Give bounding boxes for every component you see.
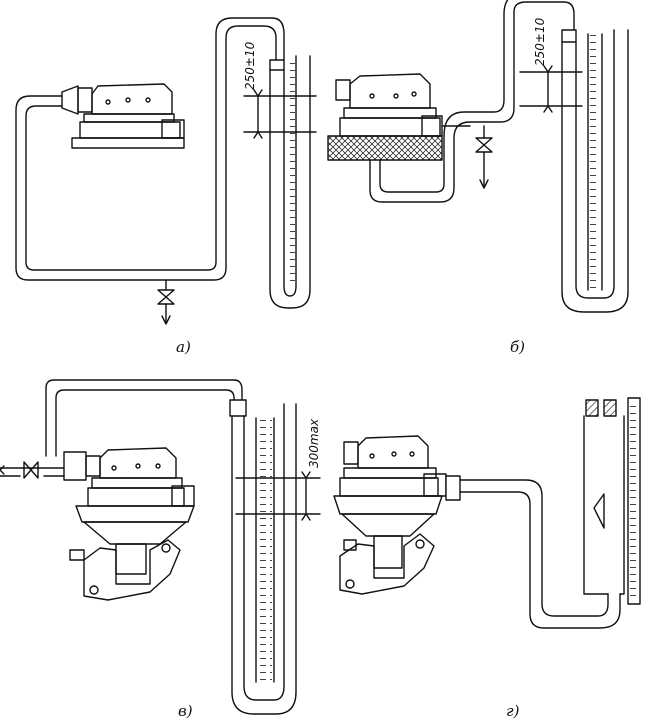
- dimension-b: [519, 65, 583, 113]
- panel-v: [0, 379, 321, 715]
- dimension-a: [243, 89, 317, 139]
- container-g: [583, 399, 625, 595]
- dimension-label-b: 250±10: [533, 17, 547, 66]
- pump-b: [335, 73, 443, 137]
- manometer-a: [269, 55, 311, 309]
- caption-v: в): [178, 702, 193, 720]
- manometer-v: [231, 403, 297, 715]
- caption-g: г): [506, 702, 520, 720]
- base-plate-b: [327, 135, 443, 161]
- scale-g: [627, 397, 641, 605]
- valve-v: [0, 461, 39, 479]
- pump-g: [333, 435, 447, 595]
- valve-b: [475, 125, 493, 189]
- pump-a: [61, 83, 185, 149]
- dimension-label-v: 300max: [307, 418, 321, 468]
- panel-b: [327, 0, 629, 313]
- caption-a: а): [176, 338, 191, 356]
- panel-g: [333, 397, 641, 629]
- valve-a: [157, 279, 175, 325]
- panel-a: [15, 17, 317, 325]
- pump-v: [63, 447, 195, 601]
- caption-b: б): [510, 338, 525, 356]
- dimension-v: [235, 471, 321, 521]
- manometer-b: [561, 29, 629, 313]
- pipe-a: [15, 25, 277, 281]
- dimension-label-a: 250±10: [243, 41, 257, 90]
